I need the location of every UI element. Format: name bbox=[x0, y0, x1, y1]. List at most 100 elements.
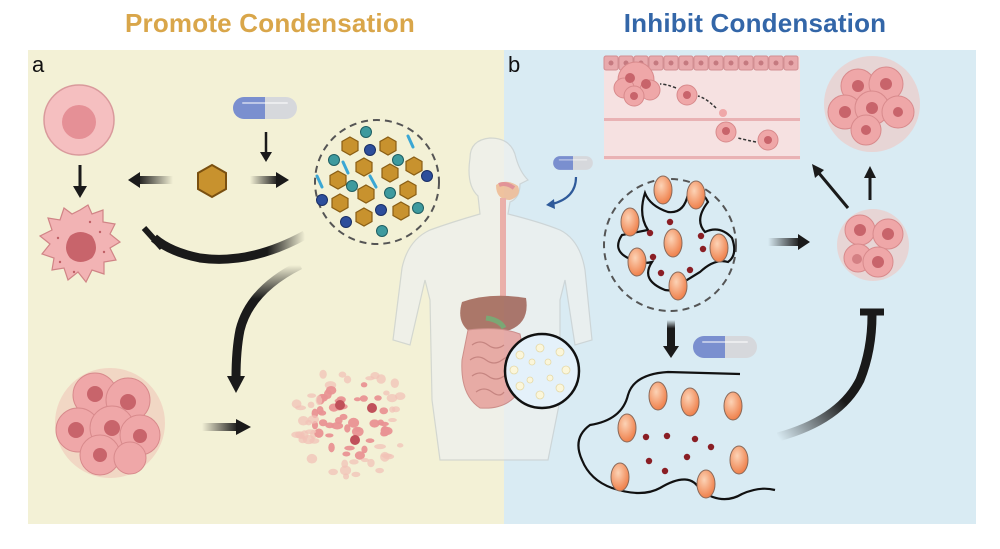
epithelial-nucleus bbox=[773, 60, 779, 66]
tumor-fragment bbox=[367, 458, 375, 468]
epithelial-nucleus bbox=[653, 60, 659, 66]
tumor-fragment bbox=[365, 438, 375, 443]
dissolved-tumor-icon bbox=[291, 369, 406, 480]
tumor-nucleus-fragment bbox=[350, 435, 360, 445]
tumor-fragment bbox=[386, 393, 398, 403]
tumor-fragment bbox=[359, 395, 368, 402]
tumor-fragment bbox=[328, 468, 338, 476]
tumor-fragment bbox=[344, 424, 351, 433]
tumor-fragment bbox=[343, 375, 352, 384]
tumor-cluster-icon bbox=[55, 368, 165, 478]
capsule-drug-icon bbox=[692, 335, 758, 359]
tumor-fragment bbox=[351, 471, 361, 478]
tumor-fragment bbox=[396, 443, 404, 448]
tumor-fragment bbox=[374, 444, 386, 450]
tumor-nucleus-fragment bbox=[367, 403, 377, 413]
tumor-fragment bbox=[318, 419, 328, 427]
tumor-fragment bbox=[298, 415, 309, 426]
epithelial-nucleus bbox=[713, 60, 719, 66]
tumor-fragment bbox=[344, 445, 355, 451]
tumor-fragment bbox=[339, 465, 352, 476]
epithelial-nucleus bbox=[743, 60, 749, 66]
epithelial-nucleus bbox=[683, 60, 689, 66]
tumor-fragment bbox=[342, 451, 351, 457]
tumor-fragment bbox=[365, 376, 375, 381]
phase-separated-condensate-icon bbox=[603, 175, 737, 312]
tumor-fragment bbox=[353, 397, 361, 402]
tumor-fragment bbox=[306, 453, 318, 464]
tumor-fragment bbox=[331, 422, 344, 430]
inhibit-condensation-title: Inhibit Condensation bbox=[623, 8, 887, 38]
epithelial-nucleus bbox=[698, 60, 704, 66]
gut-microbe-inset-icon bbox=[503, 332, 581, 410]
down-arrow-icon bbox=[260, 132, 272, 162]
tumor-fragment bbox=[380, 451, 390, 462]
tumor-fragment bbox=[324, 389, 332, 400]
tumor-fragment bbox=[379, 407, 389, 415]
promote-condensation-title: Promote Condensation bbox=[124, 8, 415, 38]
diagonal-arrow-icon bbox=[812, 164, 850, 209]
tumor-fragment bbox=[307, 415, 320, 424]
tumor-fragment bbox=[391, 406, 400, 413]
tumor-fragment bbox=[361, 458, 369, 463]
curved-down-arrow-icon bbox=[227, 260, 303, 393]
condensate-droplet-icon bbox=[314, 119, 440, 245]
tumor-fragment bbox=[338, 371, 347, 378]
tumor-fragment bbox=[375, 467, 384, 474]
tumor-fragment bbox=[325, 433, 334, 438]
tumor-fragment bbox=[319, 369, 327, 379]
tumor-fragment bbox=[343, 473, 350, 480]
right-arrow-icon bbox=[768, 234, 810, 250]
tumor-fragment bbox=[341, 459, 349, 468]
tumor-fragment bbox=[307, 401, 315, 409]
tumor-fragment bbox=[296, 434, 306, 439]
small-tumor-cluster-icon bbox=[837, 209, 909, 281]
inhibition-arrow-icon bbox=[776, 308, 884, 442]
left-arrow-icon bbox=[128, 172, 173, 188]
tumor-fragment bbox=[291, 399, 302, 409]
epithelial-nucleus bbox=[608, 60, 614, 66]
tumor-fragment bbox=[376, 374, 386, 384]
epithelial-nucleus bbox=[758, 60, 764, 66]
tumor-fragment bbox=[348, 417, 360, 428]
down-arrow-icon bbox=[73, 165, 87, 198]
tumor-fragment bbox=[383, 390, 390, 396]
tumor-fragment bbox=[360, 382, 368, 388]
curved-arrow-icon bbox=[546, 176, 578, 209]
tumor-fragment bbox=[307, 393, 317, 398]
tumor-fragment bbox=[304, 429, 317, 435]
hexagon-molecule-icon bbox=[197, 163, 227, 199]
tumor-fragment bbox=[377, 419, 384, 426]
tumor-fragment bbox=[388, 418, 397, 423]
panel-label-a: a bbox=[32, 52, 45, 77]
inhibition-arrow-icon bbox=[141, 225, 308, 264]
tumor-fragment bbox=[354, 427, 361, 432]
large-tumor-cluster-icon bbox=[824, 56, 920, 152]
tumor-fragment bbox=[374, 395, 382, 401]
epithelial-nucleus bbox=[728, 60, 734, 66]
tumor-fragment bbox=[361, 445, 368, 454]
tumor-nucleus-fragment bbox=[335, 400, 345, 410]
normal-cell-icon bbox=[43, 84, 115, 156]
apoptotic-cell-icon bbox=[38, 204, 122, 284]
tumor-fragment bbox=[380, 425, 389, 436]
capsule-drug-icon bbox=[552, 155, 594, 171]
up-arrow-icon bbox=[864, 166, 876, 200]
tumor-fragment bbox=[328, 442, 335, 453]
epithelial-nucleus bbox=[668, 60, 674, 66]
tumor-fragment bbox=[390, 378, 399, 388]
down-arrow-icon bbox=[663, 320, 679, 358]
metastasis-vessel-icon bbox=[603, 55, 800, 160]
right-arrow-icon bbox=[250, 172, 289, 188]
tumor-fragment bbox=[302, 434, 315, 445]
right-arrow-icon bbox=[202, 419, 251, 435]
tumor-fragment bbox=[325, 422, 335, 429]
epithelial-nucleus bbox=[788, 60, 794, 66]
tumor-fragment bbox=[315, 395, 323, 406]
tumor-fragment bbox=[369, 419, 380, 428]
capsule-drug-icon bbox=[232, 96, 298, 120]
tumor-fragment bbox=[314, 428, 324, 438]
tumor-fragment bbox=[394, 392, 406, 401]
tumor-fragment bbox=[349, 459, 359, 465]
